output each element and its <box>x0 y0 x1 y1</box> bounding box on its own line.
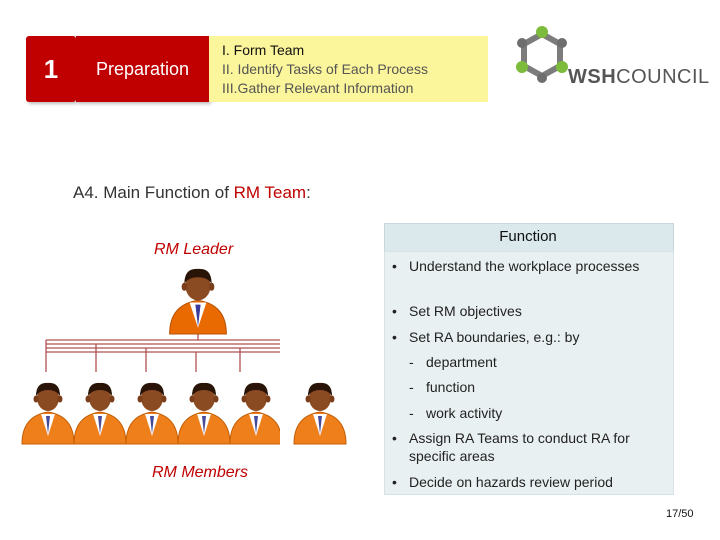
step-number: 1 <box>43 53 59 84</box>
bullet: • <box>392 430 397 446</box>
logo-wordmark-bold: WSH <box>568 66 617 88</box>
function-item-text: Set RM objectives <box>409 303 522 319</box>
dash: - <box>409 405 414 421</box>
dash: - <box>409 379 414 395</box>
step-item: III.Gather Relevant Information <box>222 80 414 96</box>
logo-ring <box>516 26 568 83</box>
step-title-box <box>76 36 209 102</box>
section-heading: A4. Main Function of RM Team: <box>73 183 311 203</box>
section-heading-prefix: A4. Main Function of <box>73 183 234 202</box>
step-title: Preparation <box>95 58 190 79</box>
rm-member-figure <box>73 382 127 445</box>
step-item: I. Form Team <box>222 42 305 58</box>
dash: - <box>409 354 414 370</box>
bullet: • <box>392 303 397 319</box>
bullet: • <box>392 329 397 345</box>
rm-member-figure <box>125 382 179 445</box>
rm-member-figure <box>177 382 231 445</box>
org-chart-extra-member <box>293 382 347 445</box>
function-table-body <box>384 251 674 495</box>
step-item: II. Identify Tasks of Each Process <box>222 61 428 77</box>
function-subitem-text: function <box>426 379 476 395</box>
bullet: • <box>392 474 397 490</box>
rm-member-figure <box>229 382 280 445</box>
function-item-text: Decide on hazards review period <box>409 474 613 490</box>
steps-panel <box>209 36 488 102</box>
bullet: • <box>392 258 397 274</box>
function-item-text: Set RA boundaries, e.g.: by <box>409 329 580 345</box>
steps-list: I. Form Team II. Identify Tasks of Each … <box>222 41 428 98</box>
function-item-text: Understand the workplace processes <box>409 258 640 274</box>
function-subitem-text: work activity <box>426 405 503 421</box>
function-table-header-label: Function <box>499 228 557 245</box>
org-chart <box>21 268 280 445</box>
step-number-box <box>26 36 76 102</box>
rm-member-figure <box>21 382 75 445</box>
org-connectors <box>45 320 280 372</box>
section-heading-accent: RM Team <box>233 183 307 202</box>
logo-wordmark: WSHCOUNCIL <box>568 66 710 89</box>
rm-leader-figure <box>169 268 227 335</box>
logo-wordmark-light: COUNCIL <box>616 66 710 88</box>
rm-leader-label: RM Leader <box>154 241 234 258</box>
wsh-council-logo-icon <box>516 26 568 83</box>
rm-members-label: RM Members <box>152 464 249 481</box>
function-subitem-text: department <box>426 354 497 370</box>
section-heading-suffix: : <box>306 183 311 202</box>
page-number: 17/50 <box>666 508 694 520</box>
function-item-text: Assign RA Teams to conduct RA for specif… <box>409 430 630 464</box>
